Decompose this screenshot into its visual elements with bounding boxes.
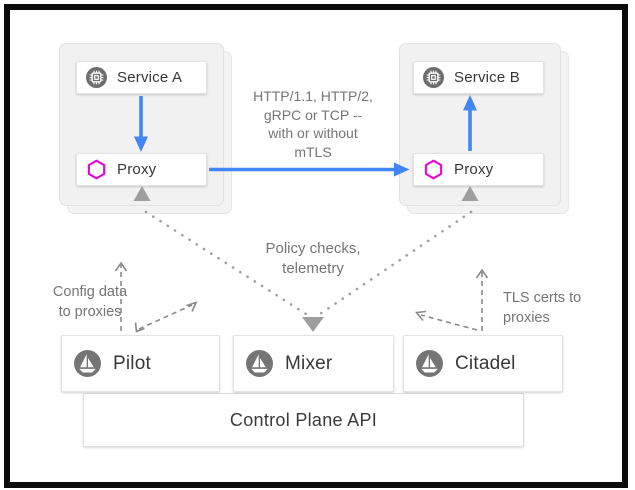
- config-line-1: Config data: [52, 284, 128, 300]
- config-line-2: to proxies: [58, 304, 122, 320]
- policy-line-2: telemetry: [282, 260, 344, 277]
- node-proxy-a: Proxy: [76, 153, 207, 186]
- chip-icon: [86, 67, 107, 88]
- mixer-label: Mixer: [285, 352, 333, 374]
- service-b-label: Service B: [454, 69, 520, 86]
- traffic-protocols-annotation: HTTP/1.1, HTTP/2, gRPC or TCP -- with or…: [230, 87, 396, 161]
- tls-line-1: TLS certs to: [503, 290, 582, 306]
- istio-sailboat-icon: [74, 350, 101, 377]
- chip-icon: [423, 67, 444, 88]
- hexagon-icon: [87, 159, 106, 180]
- citadel-label: Citadel: [455, 352, 516, 374]
- tls-line-2: proxies: [503, 310, 550, 326]
- node-proxy-b: Proxy: [413, 153, 544, 186]
- node-mixer: Mixer: [233, 335, 394, 392]
- traffic-line-4: mTLS: [294, 143, 332, 160]
- policy-checks-annotation: Policy checks, telemetry: [243, 239, 383, 279]
- tls-certs-annotation: TLS certs to proxies: [503, 288, 603, 328]
- pilot-label: Pilot: [113, 352, 151, 374]
- node-service-a: Service A: [76, 61, 207, 94]
- node-citadel: Citadel: [403, 335, 563, 392]
- node-pilot: Pilot: [61, 335, 220, 392]
- proxy-b-label: Proxy: [454, 161, 494, 178]
- traffic-line-3: with or without: [268, 125, 358, 141]
- service-a-label: Service A: [117, 69, 183, 86]
- proxy-a-label: Proxy: [117, 161, 157, 178]
- istio-sailboat-icon: [416, 350, 443, 377]
- control-plane-api-label: Control Plane API: [229, 409, 378, 430]
- traffic-line-1: HTTP/1.1, HTTP/2,: [253, 88, 373, 104]
- node-service-b: Service B: [413, 61, 544, 94]
- control-plane-api-box: Control Plane API: [83, 393, 524, 447]
- traffic-line-2: gRPC or TCP --: [263, 106, 363, 123]
- policy-line-1: Policy checks,: [265, 240, 361, 257]
- hexagon-icon: [424, 159, 443, 180]
- istio-sailboat-icon: [246, 350, 273, 377]
- config-data-annotation: Config data to proxies: [38, 282, 142, 322]
